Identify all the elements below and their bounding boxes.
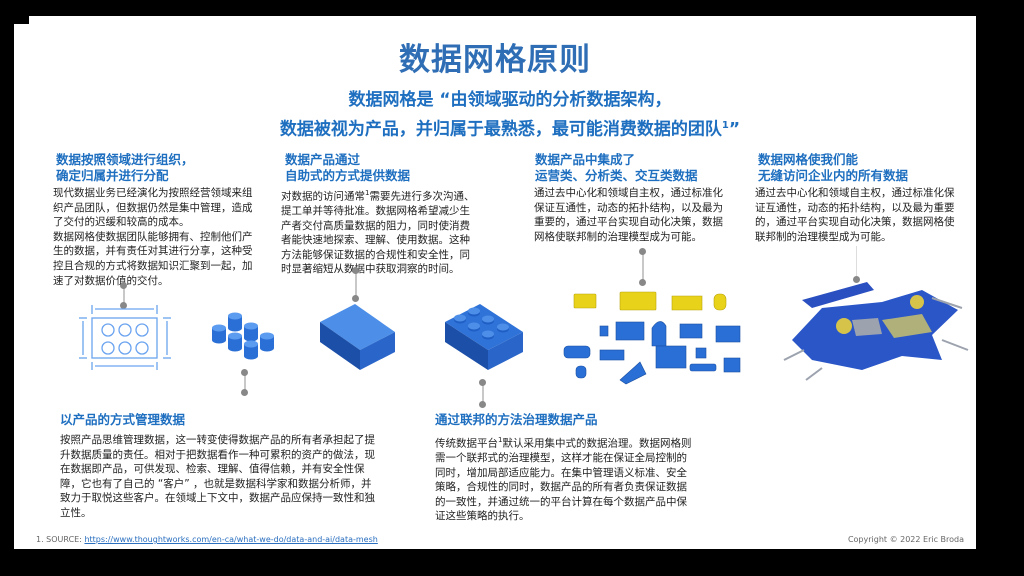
connector-dot xyxy=(120,282,127,289)
connector-dot xyxy=(479,379,486,386)
connector-dot xyxy=(853,276,860,283)
connector-dot xyxy=(241,389,248,396)
connector-dot xyxy=(639,248,646,255)
section-heading-federated-governance: 通过联邦的方法治理数据产品 xyxy=(435,412,598,427)
section-heading-data-as-product: 以产品的方式管理数据 xyxy=(60,412,186,427)
connector-dot xyxy=(639,279,646,286)
section-heading-integrated: 数据产品中集成了 运营类、分析类、交互类数据 xyxy=(535,152,698,183)
subtitle-line-2: 数据被视为产品，并归属于最熟悉，最可能消费数据的团队1” xyxy=(279,119,741,140)
connector-line xyxy=(856,246,857,276)
source-link[interactable]: https://www.thoughtworks.com/en-ca/what-… xyxy=(84,535,378,544)
section-body-domain: 现代数据业务已经演化为按照经营领域来组织产品团队，但数据仍然是集中管理，造成了交… xyxy=(53,187,253,287)
lego-brick-icon xyxy=(445,304,523,370)
connector-line xyxy=(642,252,644,282)
section-body-data-as-product: 按照产品思维管理数据，这一转变使得数据产品的所有者承担起了提升数据质量的责任。相… xyxy=(60,434,375,519)
connector-dot xyxy=(120,302,127,309)
plain-block-icon xyxy=(320,304,395,370)
slide-top-edge xyxy=(29,16,976,26)
brick-blueprint-icon xyxy=(79,305,171,370)
connector-dot xyxy=(241,369,248,376)
subtitle-quote: 数据网格是 “由领域驱动的分析数据架构， 数据被视为产品，并归属于最熟悉，最可能… xyxy=(170,88,850,143)
section-body-seamless-access: 通过去中心化和领域自主权，通过标准化保证互通性，动态的拓扑结构，以及最为重要的，… xyxy=(755,187,955,243)
lego-spaceship-icon xyxy=(783,282,969,381)
slide-canvas xyxy=(14,24,976,549)
connector-line xyxy=(482,382,484,404)
page-title: 数据网格原则 xyxy=(399,42,591,78)
connector-dot xyxy=(352,267,359,274)
section-heading-domain: 数据按照领域进行组织， 确定归属并进行分配 xyxy=(56,152,194,183)
connector-dot xyxy=(479,401,486,408)
connector-line xyxy=(355,270,357,298)
section-body-self-serve: 对数据的访问通常1需要先进行多次沟通、提工单并等待批准。数据网格希望减少生产者交… xyxy=(281,189,475,276)
connector-line xyxy=(244,372,246,394)
section-heading-seamless-access: 数据网格使我们能 无缝访问企业内的所有数据 xyxy=(758,152,909,183)
footer-source: 1. SOURCE: https://www.thoughtworks.com/… xyxy=(36,535,378,544)
subtitle-line-1: 数据网格是 “由领域驱动的分析数据架构， xyxy=(348,90,672,110)
connector-line xyxy=(123,286,125,306)
loose-studs-icon xyxy=(212,312,274,360)
section-body-integrated: 通过去中心化和领域自主权，通过标准化保证互通性，动态的拓扑结构，以及最为重要的，… xyxy=(534,187,723,243)
section-heading-self-serve: 数据产品通过 自助式的方式提供数据 xyxy=(285,152,411,183)
footer-copyright: Copyright © 2022 Eric Broda xyxy=(847,535,964,544)
section-body-federated-governance: 传统数据平台1默认采用集中式的数据治理。数据网格则需一个联邦式的治理模型，这样才… xyxy=(435,436,692,523)
connector-dot xyxy=(352,295,359,302)
assorted-bricks-icon xyxy=(563,291,741,385)
